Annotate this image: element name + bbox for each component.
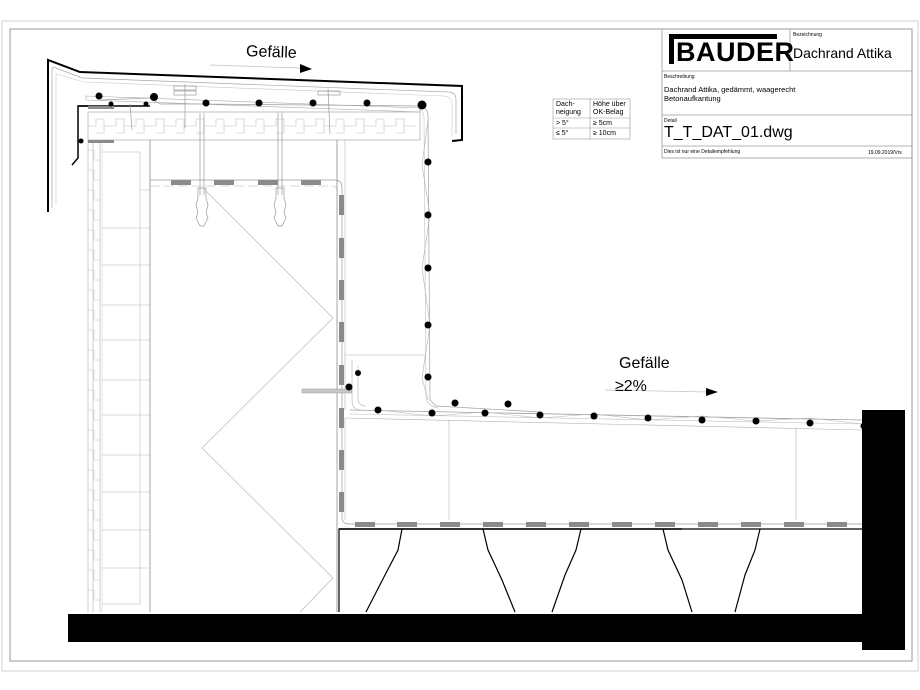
table-header-slope-2: neigung <box>556 109 581 116</box>
roof-membrane-zigzag <box>377 409 863 425</box>
table-header-slope-1: Dach- <box>556 101 575 108</box>
designation-label: Bezeichnung <box>793 32 822 38</box>
vapor-barrier-outer <box>150 185 338 520</box>
description-label: Beschreibung <box>664 74 695 80</box>
sheet-inner-frame <box>9 28 913 662</box>
slope-value-roof: ≥2% <box>615 378 647 395</box>
coping-cap <box>47 58 463 212</box>
slope-arrow-roof <box>604 388 718 396</box>
table-header-height-2: OK-Belag <box>593 109 624 116</box>
upstand-membrane <box>351 360 367 411</box>
parapet-side-fixing <box>421 119 431 401</box>
description-line-1: Dachrand Attika, gedämmt, waagerecht <box>664 85 796 94</box>
table-cell-height: ≥ 10cm <box>593 130 616 137</box>
disclaimer: Dies ist nur eine Detailempfehlung <box>664 149 741 155</box>
table-cell-height: ≥ 5cm <box>593 120 613 127</box>
facade-step-pattern <box>88 149 100 601</box>
sheet-outer-frame <box>1 20 919 672</box>
brand-name: BAUDER <box>676 37 795 67</box>
slope-label-top: Gefälle <box>245 43 298 62</box>
bauder-logo: BAUDER <box>669 34 794 70</box>
logo-stem-icon <box>669 34 674 64</box>
bond-dots <box>78 92 868 430</box>
facade-cladding <box>87 140 103 612</box>
column-right[interactable] <box>862 410 905 650</box>
wall-insulation-steps <box>102 151 150 605</box>
vapor-barrier <box>150 179 862 525</box>
bonding-strips <box>88 106 847 527</box>
wall-anchors <box>195 187 287 227</box>
slope-arrow-top <box>209 64 312 73</box>
parapet-insulation-pattern-2 <box>96 126 405 134</box>
roof-insulation <box>344 354 863 520</box>
table-cell-slope: ≤ 5° <box>556 130 569 137</box>
table-header-height-1: Höhe über <box>593 101 626 108</box>
trapezoidal-deck <box>338 528 862 613</box>
parapet-insulation-pattern <box>88 118 416 127</box>
title-block-frame <box>661 28 913 159</box>
coping-inner-line-2 <box>55 73 453 205</box>
horizontal-screw <box>301 388 353 394</box>
drip-edge <box>71 105 88 166</box>
height-table-frame <box>552 98 631 140</box>
designation: Dachrand Attika <box>793 45 892 61</box>
detail-file: T_T_DAT_01.dwg <box>664 124 793 141</box>
roof-membrane <box>349 409 863 421</box>
floor-slab[interactable] <box>68 614 863 642</box>
detail-label: Detail <box>664 118 677 124</box>
coping-inner-line <box>51 66 457 208</box>
description-line-2: Betonaufkantung <box>664 94 721 103</box>
date-author: 19.09.2019/Vrs <box>868 150 902 156</box>
parapet-membrane-2 <box>419 109 439 409</box>
slope-label-roof: Gefälle <box>619 355 670 372</box>
parapet-membrane <box>99 97 541 413</box>
table-cell-slope: > 5° <box>556 120 569 127</box>
logo-bar-icon <box>669 34 777 39</box>
top-fasteners <box>129 84 341 195</box>
concrete-symbol <box>201 187 334 613</box>
